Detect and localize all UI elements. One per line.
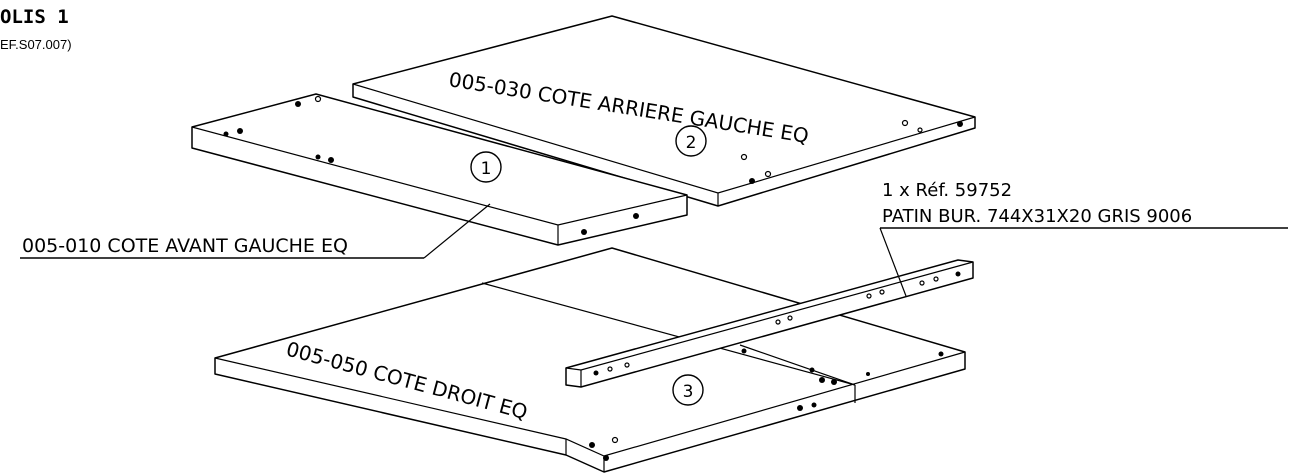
package-title: OLIS 1 <box>0 6 69 28</box>
right-side-panel: 3 005-050 COTE DROIT EQ <box>214 247 966 473</box>
balloon-1-number: 1 <box>481 159 492 179</box>
balloon-1 <box>470 151 502 183</box>
rear-panel: 005-030 COTE ARRIERE GAUCHE EQ 2 <box>352 15 976 207</box>
front-panel: 1 <box>191 93 688 259</box>
glide-bar-ref-label: 1 x Réf. 59752 <box>882 180 1012 201</box>
balloon-2 <box>675 125 707 157</box>
front-panel-label: 005-010 COTE AVANT GAUCHE EQ <box>22 235 348 257</box>
glide-bar-desc-label: PATIN BUR. 744X31X20 GRIS 9006 <box>882 206 1192 227</box>
balloon-3-number: 3 <box>683 382 694 402</box>
glide-bar <box>565 227 974 388</box>
balloon-2-number: 2 <box>686 133 697 153</box>
balloon-3 <box>672 374 704 406</box>
package-reference: EF.S07.007) <box>0 37 72 52</box>
